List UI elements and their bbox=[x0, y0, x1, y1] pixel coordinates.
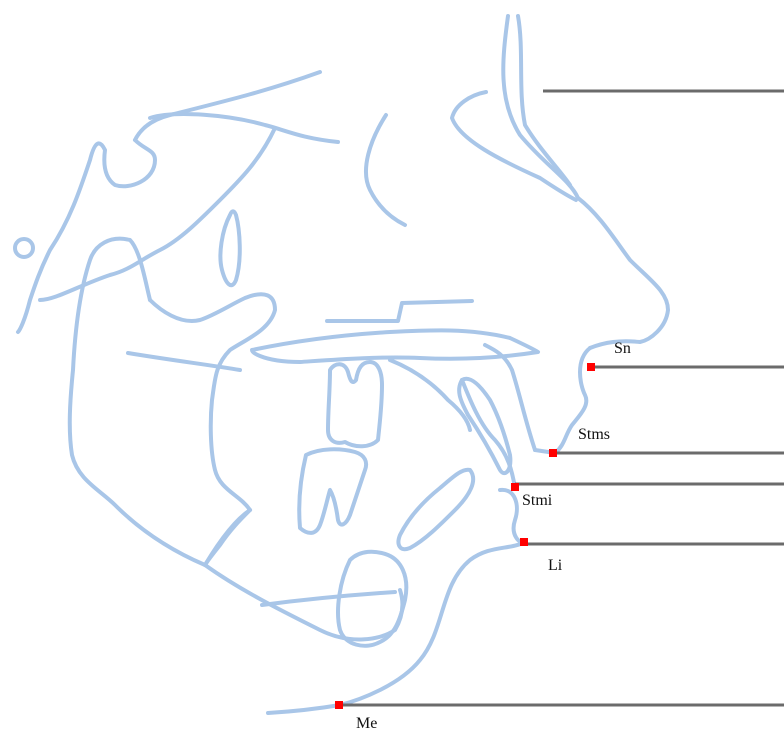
palatal-plane bbox=[126, 351, 242, 372]
lower-molar bbox=[297, 447, 369, 535]
sella-region bbox=[148, 112, 340, 144]
sella-turcica bbox=[16, 138, 157, 334]
landmark-label-stms: Stms bbox=[578, 426, 611, 443]
skull-profile-tracing bbox=[13, 14, 670, 715]
symphysis bbox=[336, 549, 409, 648]
mandibular-plane bbox=[260, 590, 397, 607]
soft-tissue-lips bbox=[533, 346, 592, 455]
hard-palate bbox=[250, 328, 540, 364]
landmark-point-me bbox=[335, 701, 343, 709]
landmark-point-stms bbox=[549, 449, 557, 457]
landmark-label-me: Me bbox=[356, 715, 378, 732]
condyle-ramus bbox=[67, 236, 405, 642]
landmark-label-li: Li bbox=[548, 557, 563, 574]
soft-tissue-nose bbox=[576, 196, 670, 350]
landmark-point-sn bbox=[587, 363, 595, 371]
landmark-point-li bbox=[520, 538, 528, 546]
landmark-label-stmi: Stmi bbox=[522, 492, 553, 509]
pterygoid-fissure bbox=[218, 209, 242, 288]
landmark-points bbox=[335, 363, 595, 709]
maxilla-anterior bbox=[388, 358, 472, 432]
anterior-clinoid bbox=[38, 126, 277, 302]
ramus-lower bbox=[203, 508, 252, 567]
ramus-posterior bbox=[148, 292, 277, 512]
landmark-point-stmi bbox=[511, 483, 519, 491]
lower-lip-inner bbox=[460, 378, 517, 490]
nasal-bone-outer bbox=[501, 14, 580, 200]
orbit-rim bbox=[364, 113, 407, 227]
orbit-lower bbox=[450, 90, 578, 202]
ear-rod bbox=[13, 237, 35, 259]
upper-lip-inner bbox=[483, 343, 537, 452]
landmark-label-sn: Sn bbox=[614, 340, 631, 357]
nasal-bone-inner bbox=[516, 14, 572, 187]
cranial-base bbox=[133, 70, 322, 142]
lower-incisor bbox=[396, 467, 476, 552]
reference-lines bbox=[339, 89, 784, 707]
upper-incisor bbox=[457, 376, 513, 476]
nasal-floor bbox=[325, 299, 474, 323]
upper-molar bbox=[326, 360, 384, 449]
